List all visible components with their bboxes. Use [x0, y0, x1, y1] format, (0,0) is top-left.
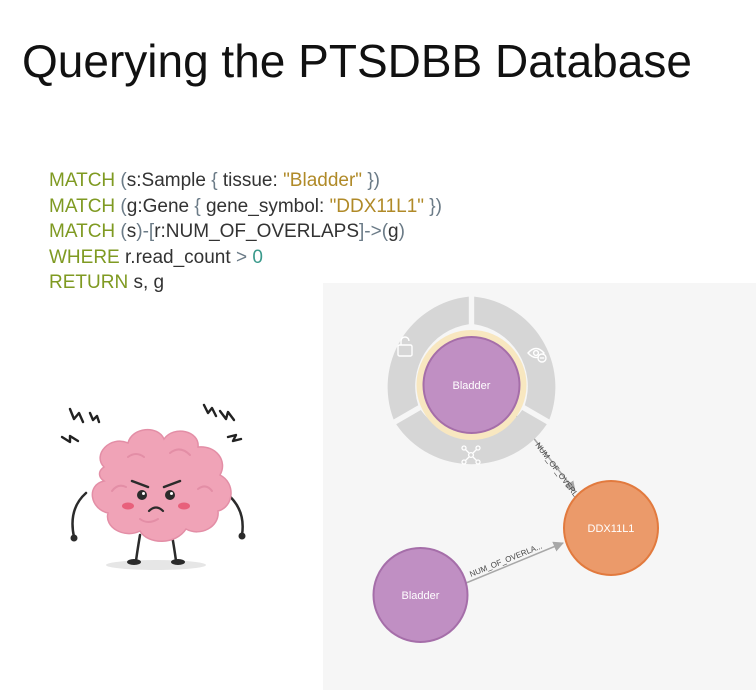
query-keyword: RETURN — [49, 272, 129, 293]
query-token: ( — [120, 195, 127, 217]
expand-relationships-icon[interactable] — [461, 445, 481, 465]
unlock-icon[interactable] — [397, 336, 413, 357]
query-token: { — [194, 195, 206, 217]
query-token: ]->( — [359, 221, 389, 242]
query-line: WHERE r.read_count > 0 — [49, 245, 442, 271]
node-label-sample-bottom: Bladder — [402, 590, 440, 602]
query-string: "Bladder" — [283, 170, 363, 191]
query-line: MATCH (g:Gene { gene_symbol: "DDX11L1" }… — [49, 194, 442, 220]
confused-brain-illustration — [60, 403, 246, 570]
query-token: gene_symbol: — [205, 195, 330, 217]
query-token: { — [211, 170, 223, 191]
node-label-sample-top: Bladder — [453, 380, 491, 392]
query-token: s:Sample — [126, 170, 212, 191]
query-token: ( — [120, 170, 127, 191]
query-line: MATCH (s)-[r:NUM_OF_OVERLAPS]->(g) — [49, 219, 442, 245]
graph-canvas[interactable]: NUM_OF_OVERL... NUM_OF_OVERLA... — [323, 283, 756, 690]
slide-title: Querying the PTSDBB Database — [22, 35, 692, 87]
query-keyword: MATCH — [49, 170, 116, 191]
query-token: tissue: — [222, 170, 284, 191]
relationship-label-top: NUM_OF_OVERL... — [533, 441, 584, 504]
menu-segment-unlock[interactable] — [387, 296, 469, 420]
angry-face — [122, 479, 190, 513]
graph-node-sample[interactable]: Bladder — [372, 547, 469, 643]
query-keyword: MATCH — [49, 221, 116, 242]
query-line: RETURN s, g — [49, 270, 442, 296]
hide-eye-icon[interactable] — [527, 347, 547, 363]
query-token: ) — [398, 221, 405, 242]
query-token: g — [388, 221, 399, 242]
query-keyword: WHERE — [49, 246, 120, 268]
relationship-label-bottom: NUM_OF_OVERLA... — [468, 542, 543, 579]
query-token: > — [235, 246, 248, 268]
stress-lines-icon — [60, 403, 243, 444]
menu-segment-hide[interactable] — [474, 296, 556, 420]
query-token: s — [126, 221, 137, 242]
query-keyword: MATCH — [49, 195, 116, 217]
query-token: r:NUM_OF_OVERLAPS — [154, 221, 360, 242]
query-token: )-[ — [136, 221, 155, 242]
query-token: }) — [424, 195, 442, 217]
cypher-query-block: MATCH (s:Sample { tissue: "Bladder" })MA… — [49, 168, 442, 296]
query-token: g:Gene — [126, 195, 195, 217]
query-token: }) — [362, 170, 380, 191]
graph-visualization-panel[interactable]: NUM_OF_OVERL... NUM_OF_OVERLA... — [323, 283, 756, 690]
query-token: ( — [120, 221, 127, 242]
graph-node-gene[interactable]: DDX11L1 — [563, 480, 659, 576]
node-label-gene: DDX11L1 — [588, 523, 635, 535]
graph-node-sample-selected[interactable]: Bladder — [416, 330, 527, 440]
query-token: s, g — [128, 272, 165, 293]
query-string: "DDX11L1" — [329, 195, 425, 217]
query-number: 0 — [252, 246, 263, 268]
relationship-edge-bottom[interactable]: NUM_OF_OVERLA... — [465, 542, 564, 584]
query-line: MATCH (s:Sample { tissue: "Bladder" }) — [49, 168, 442, 194]
query-token: r.read_count — [119, 246, 236, 268]
